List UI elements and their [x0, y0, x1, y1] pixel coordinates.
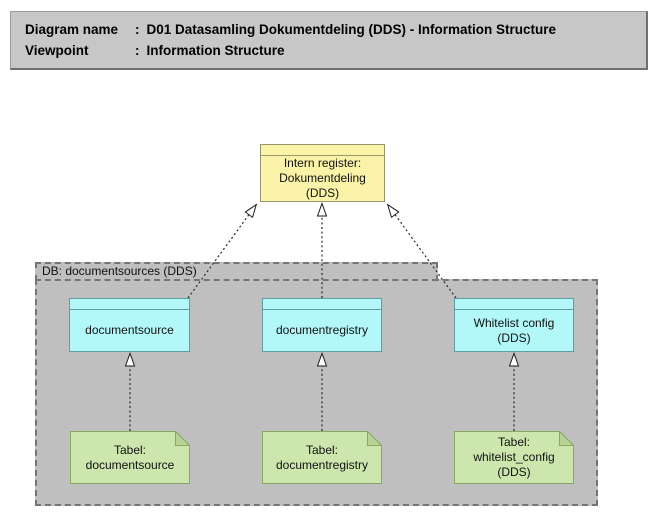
diagram-name-value: D01 Datasamling Dokumentdeling (DDS) - I…: [146, 22, 557, 37]
note-shape: [262, 431, 382, 484]
object-header-strip: [263, 299, 381, 310]
note-shape: [454, 431, 574, 484]
note-fold-corner-icon: [559, 431, 574, 446]
diagram-name-label: Diagram name: [25, 22, 119, 37]
entity-label: documentregistry: [275, 323, 369, 337]
note-tabel-documentregistry[interactable]: Tabel: documentregistry: [262, 431, 382, 484]
diagram-name-row: Diagram name: D01 Datasamling Dokumentdel…: [25, 19, 636, 40]
object-header-strip: [261, 145, 384, 156]
grouping-label: DB: documentsources (DDS): [42, 264, 197, 278]
note-label: Tabel: documentsource: [85, 442, 175, 472]
entity-label: documentsource: [85, 323, 174, 337]
object-header-strip: [455, 299, 573, 310]
note-tabel-whitelist-config[interactable]: Tabel: whitelist_config (DDS): [454, 431, 574, 484]
viewpoint-separator: :: [135, 43, 140, 58]
entity-whitelist-config[interactable]: Whitelist config (DDS): [454, 298, 574, 352]
entity-documentregistry[interactable]: documentregistry: [262, 298, 382, 352]
note-fold-corner-icon: [367, 431, 382, 446]
viewpoint-row: Viewpoint: Information Structure: [25, 40, 636, 61]
note-shape: [70, 431, 190, 484]
business-object-intern-register[interactable]: Intern register: Dokumentdeling (DDS): [260, 144, 385, 202]
note-label: Tabel: documentregistry: [275, 442, 369, 472]
business-object-label: Intern register: Dokumentdeling (DDS): [279, 156, 366, 200]
grouping-db-documentsources-tab[interactable]: DB: documentsources (DDS): [35, 262, 438, 281]
note-fold-corner-icon: [175, 431, 190, 446]
viewpoint-value: Information Structure: [146, 43, 285, 58]
diagram-title-block: Diagram name: D01 Datasamling Dokumentdel…: [10, 11, 648, 70]
object-header-strip: [70, 299, 189, 310]
entity-label: Whitelist config (DDS): [473, 315, 555, 345]
note-tabel-documentsource[interactable]: Tabel: documentsource: [70, 431, 190, 484]
entity-documentsource[interactable]: documentsource: [69, 298, 190, 352]
diagram-name-separator: :: [135, 22, 140, 37]
note-label: Tabel: whitelist_config (DDS): [473, 435, 555, 479]
viewpoint-label: Viewpoint: [25, 43, 89, 58]
